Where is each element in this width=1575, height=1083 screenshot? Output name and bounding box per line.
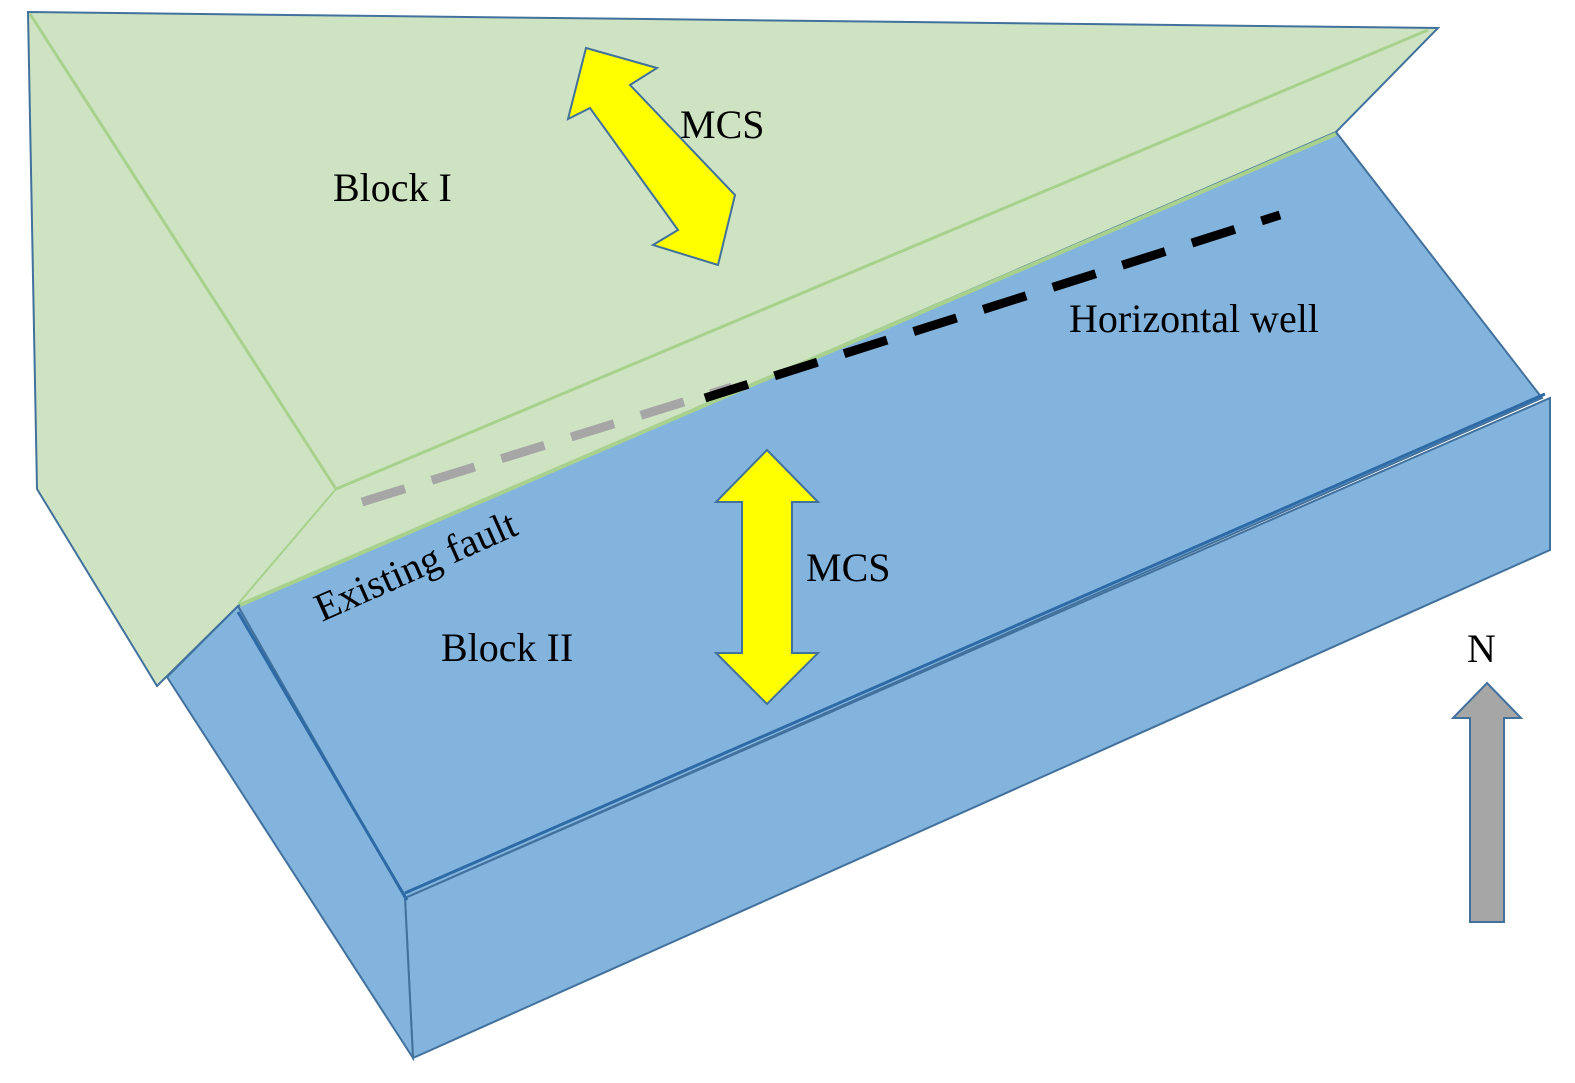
mcs-upper-arrow [566, 46, 737, 267]
well-hidden-segment [360, 382, 734, 507]
block2-corner-edge [236, 611, 409, 901]
block1-left-ridge [28, 13, 338, 490]
mcs-upper-label: MCS [680, 102, 765, 147]
block1 [26, 10, 1441, 688]
mcs-lower-label: MCS [806, 545, 891, 590]
block2-label: Block II [441, 625, 573, 670]
horizontal-well-label: Horizontal well [1069, 296, 1319, 341]
north-label: N [1467, 626, 1496, 671]
block1-label: Block I [333, 165, 452, 210]
block1-surface [26, 10, 1441, 688]
fault-ridge-line [335, 28, 1429, 491]
well-visible-segment [703, 210, 1282, 403]
block1-left-ridge-lower [237, 488, 337, 605]
mcs-lower-arrow [713, 448, 821, 706]
north-arrow-icon [1450, 681, 1524, 923]
horizontal-well [360, 210, 1282, 507]
block2-edge-highlight [404, 392, 1546, 895]
